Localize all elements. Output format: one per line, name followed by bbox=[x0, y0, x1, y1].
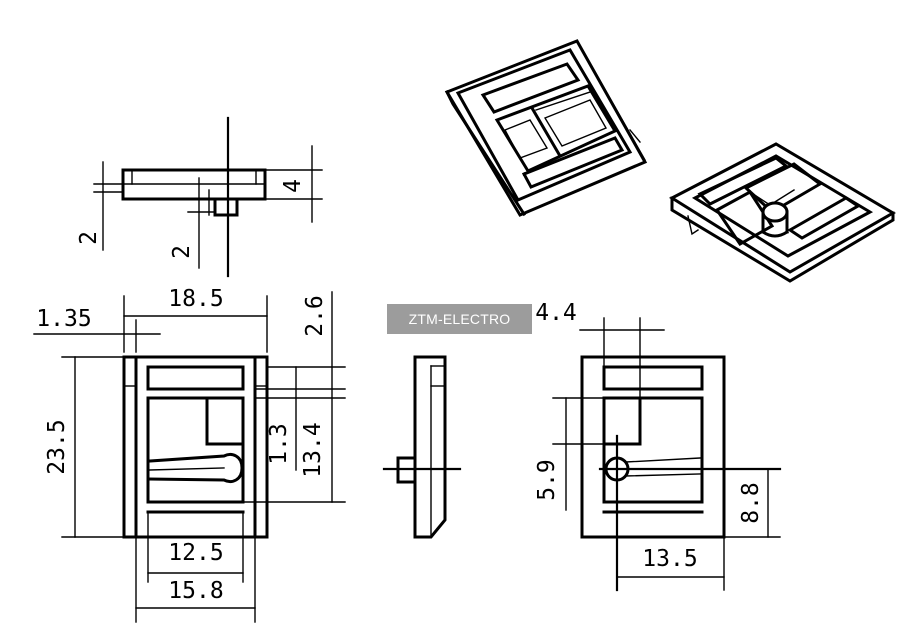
top-view-pin bbox=[213, 197, 239, 217]
dim-top-height: 4 bbox=[280, 179, 306, 193]
front-view-outline bbox=[122, 355, 269, 539]
isometric-view-bottom bbox=[668, 142, 896, 283]
dim-slot-height: 1.3 bbox=[266, 423, 292, 465]
dim-right-top: 4.4 bbox=[535, 300, 577, 326]
side-view bbox=[382, 355, 462, 539]
isometric-view-top bbox=[444, 39, 648, 217]
dim-width-total: 18.5 bbox=[168, 286, 223, 312]
dim-inner-width: 12.5 bbox=[168, 540, 223, 566]
dim-edge-offset: 1.35 bbox=[36, 306, 91, 332]
dim-inner-height: 13.4 bbox=[300, 422, 326, 477]
side-view-body bbox=[413, 355, 447, 539]
dim-top-pin: 2 bbox=[169, 245, 195, 259]
top-view bbox=[93, 116, 323, 278]
bottom-view bbox=[552, 317, 782, 592]
dim-height-total: 23.5 bbox=[44, 419, 70, 474]
dim-right-pin-height: 8.8 bbox=[738, 482, 764, 524]
watermark-badge: ZTM-ELECTRO bbox=[387, 304, 532, 334]
dim-outer-width: 15.8 bbox=[168, 578, 223, 604]
front-view bbox=[33, 291, 346, 623]
dim-top-gap: 2.6 bbox=[302, 295, 328, 337]
dim-top-left-step: 2 bbox=[76, 231, 102, 245]
bottom-view-outline bbox=[580, 355, 726, 539]
dim-right-bottom: 13.5 bbox=[642, 546, 697, 572]
dim-right-side: 5.9 bbox=[534, 459, 560, 501]
